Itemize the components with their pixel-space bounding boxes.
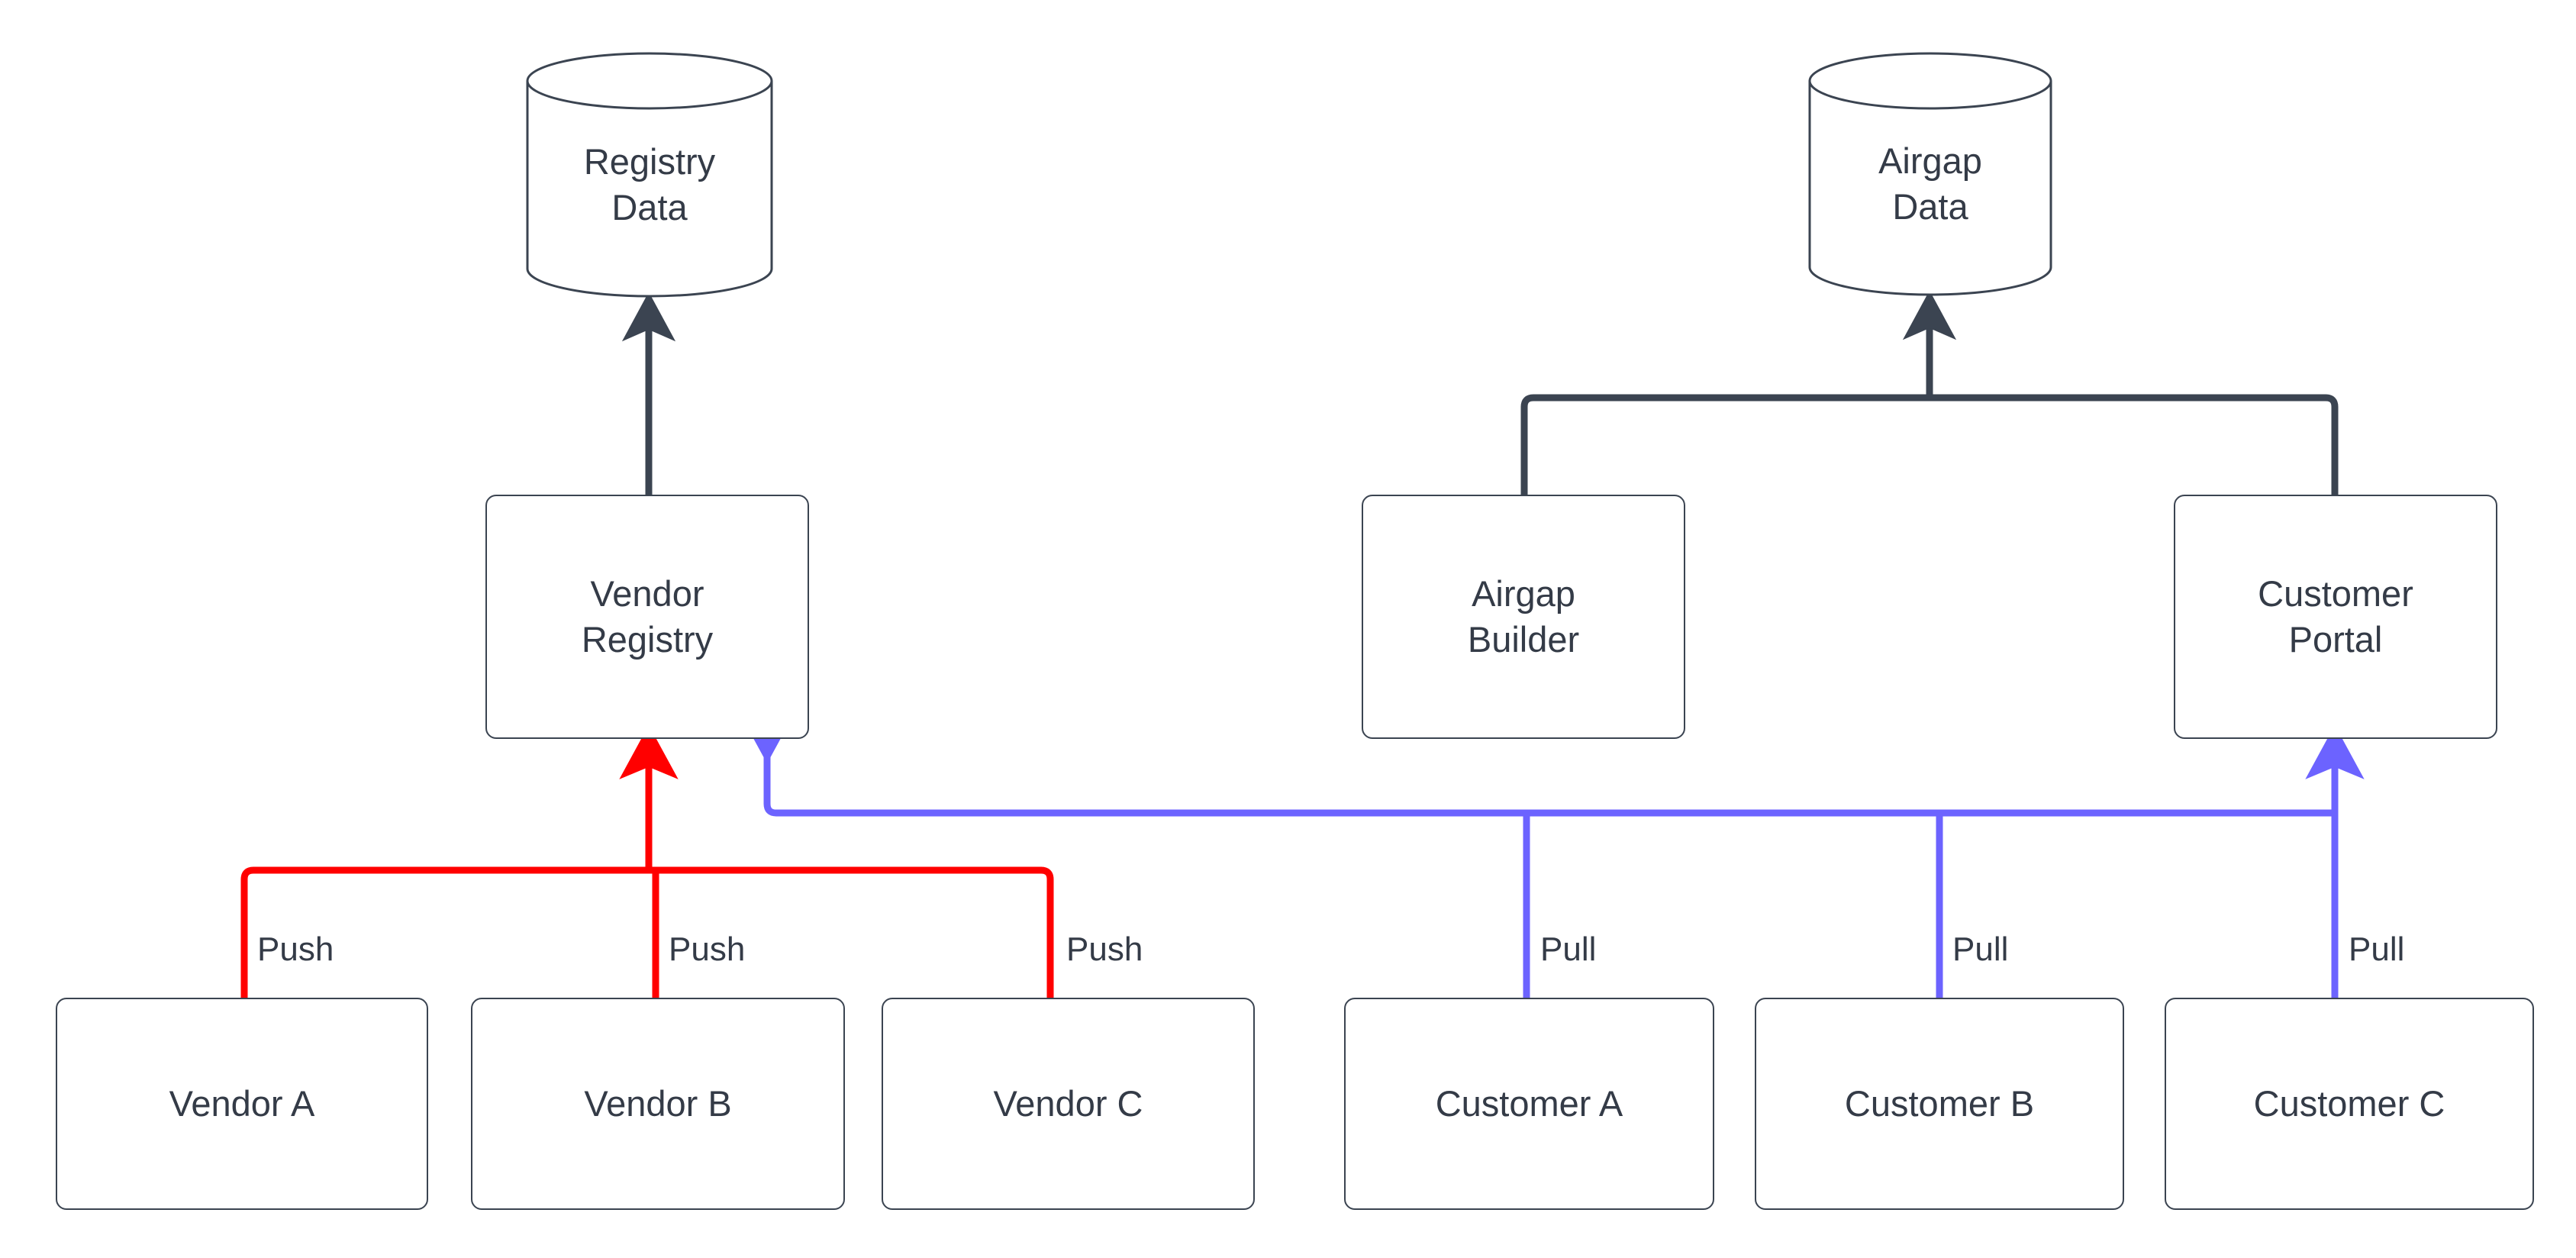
edge-label-push-vendor-a: Push — [257, 931, 334, 968]
vendor-label: Vendor C — [993, 1082, 1143, 1124]
edge-label-pull-customer-a: Pull — [1540, 931, 1597, 968]
service-customer-portal[interactable]: Customer Portal — [2174, 495, 2497, 739]
cylinder-shape — [526, 52, 773, 298]
customer-label: Customer A — [1435, 1082, 1623, 1124]
vendor-label: Vendor A — [169, 1082, 315, 1124]
datastore-airgap-data[interactable]: Airgap Data — [1808, 52, 2052, 296]
datastore-registry-data[interactable]: Registry Data — [526, 52, 773, 298]
datastore-label: Registry Data — [583, 140, 716, 227]
service-airgap-builder[interactable]: Airgap Builder — [1362, 495, 1685, 739]
edge-label-push-vendor-c: Push — [1066, 931, 1143, 968]
customer-label: Customer B — [1844, 1082, 2035, 1124]
customer-b-node[interactable]: Customer B — [1755, 998, 2124, 1210]
edge-label-push-vendor-b: Push — [669, 931, 746, 968]
cylinder-shape — [1808, 52, 2052, 296]
vendor-a-node[interactable]: Vendor A — [56, 998, 428, 1210]
vendor-label: Vendor B — [584, 1082, 732, 1124]
vendor-b-node[interactable]: Vendor B — [471, 998, 845, 1210]
customer-c-node[interactable]: Customer C — [2165, 998, 2534, 1210]
service-label: Customer Portal — [2258, 573, 2413, 660]
edge-label-pull-customer-c: Pull — [2349, 931, 2405, 968]
service-label: Airgap Builder — [1467, 573, 1580, 660]
service-vendor-registry[interactable]: Vendor Registry — [485, 495, 809, 739]
customer-a-node[interactable]: Customer A — [1344, 998, 1714, 1210]
edge-label-pull-customer-b: Pull — [1952, 931, 2009, 968]
vendor-c-node[interactable]: Vendor C — [882, 998, 1255, 1210]
edge-airgap-merge-bus — [1520, 394, 2339, 495]
edge-pull-vendor-registry-branch — [737, 709, 2335, 817]
datastore-label: Airgap Data — [1878, 140, 1982, 227]
customer-label: Customer C — [2253, 1082, 2445, 1124]
edge-push-bus — [240, 866, 1054, 998]
service-label: Vendor Registry — [581, 573, 714, 660]
